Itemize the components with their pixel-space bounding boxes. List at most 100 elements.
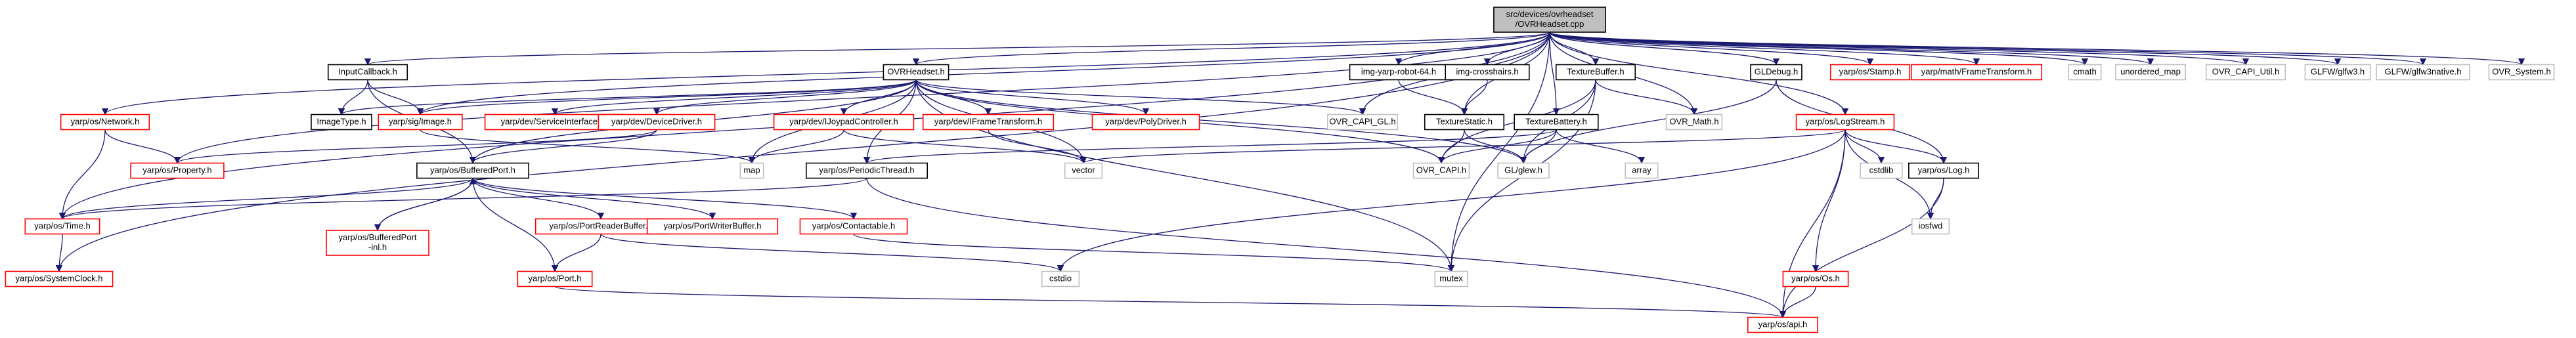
node-label: map	[743, 165, 760, 175]
node-inputcallback[interactable]: InputCallback.h	[327, 64, 408, 81]
edge-ovrheadset_h-to-mutex	[915, 79, 1455, 272]
node-label: unordered_map	[2120, 67, 2181, 77]
node-label: OVR_System.h	[2492, 67, 2551, 77]
edge-bufferedport-to-time	[58, 178, 473, 220]
node-box	[739, 162, 764, 179]
node-label: yarp/math/FrameTransform.h	[1921, 67, 2032, 77]
edge-root-to-inputcallback	[364, 32, 1550, 66]
node-cstdio: cstdio	[1041, 270, 1080, 287]
node-vector: vector	[1064, 162, 1103, 179]
node-iosfwd: iosfwd	[1911, 218, 1950, 235]
node-box	[799, 218, 908, 235]
node-cmath: cmath	[2068, 64, 2102, 81]
edge-texturebattery-to-periodicthread	[863, 129, 1557, 164]
node-time[interactable]: yarp/os/Time.h	[24, 218, 100, 235]
node-devicedriver[interactable]: yarp/dev/DeviceDriver.h	[598, 114, 716, 131]
edge-logstream-to-vector	[1080, 129, 1846, 164]
node-label: GLFW/glfw3native.h	[2384, 67, 2461, 77]
node-bufferedport[interactable]: yarp/os/BufferedPort.h	[416, 162, 529, 179]
edge-root-to-logstream	[1549, 32, 1849, 116]
node-box	[883, 64, 950, 81]
node-label: yarp/os/Property.h	[142, 165, 211, 175]
node-portreaderbuffer[interactable]: yarp/os/PortReaderBuffer.h	[535, 218, 667, 235]
node-box	[1625, 162, 1659, 179]
node-mathft[interactable]: yarp/math/FrameTransform.h	[1910, 64, 2043, 81]
node-label: OVR_Math.h	[1669, 117, 1718, 127]
edge-periodicthread-to-api	[866, 178, 1787, 318]
node-logstream[interactable]: yarp/os/LogStream.h	[1795, 114, 1895, 131]
node-texturebattery[interactable]: TextureBattery.h	[1514, 114, 1599, 131]
node-network[interactable]: yarp/os/Network.h	[60, 114, 150, 131]
edge-texturebattery-to-array	[1556, 129, 1646, 164]
edge-devft-to-vector	[988, 129, 1087, 164]
node-box	[1091, 114, 1200, 131]
node-glfw3native: GLFW/glfw3native.h	[2376, 64, 2470, 81]
node-label: /OVRHeadset.cpp	[1516, 19, 1584, 29]
node-texturebuffer[interactable]: TextureBuffer.h	[1555, 64, 1636, 81]
node-box	[416, 162, 529, 179]
node-box	[60, 114, 150, 131]
node-label: cstdio	[1049, 274, 1072, 284]
node-os[interactable]: yarp/os/Os.h	[1782, 270, 1849, 287]
node-box	[1412, 162, 1470, 179]
node-portwriterbuffer[interactable]: yarp/os/PortWriterBuffer.h	[646, 218, 779, 235]
edge-devicedriver-to-bufferedport	[469, 129, 657, 164]
node-label: yarp/os/SystemClock.h	[16, 274, 103, 284]
node-contactable[interactable]: yarp/os/Contactable.h	[799, 218, 908, 235]
node-box	[1860, 162, 1903, 179]
edge-time-to-systemclock	[55, 234, 63, 272]
node-label: mutex	[1439, 274, 1463, 284]
edge-ovrheadset_h-to-devicedriver	[653, 79, 917, 116]
node-image[interactable]: yarp/sig/Image.h	[378, 114, 463, 131]
node-robot64[interactable]: img-yarp-robot-64.h	[1349, 64, 1449, 81]
node-bufferedport_inl[interactable]: yarp/os/BufferedPort-inl.h	[326, 230, 429, 256]
edge-ijoypad-to-vector	[843, 129, 1087, 164]
edge-logstream-to-cstdlib	[1845, 129, 1885, 164]
node-box	[1434, 270, 1468, 287]
node-label: TextureBuffer.h	[1567, 67, 1624, 77]
node-devft[interactable]: yarp/dev/IFrameTransform.h	[922, 114, 1055, 131]
node-label: yarp/os/Port.h	[529, 274, 582, 284]
node-box	[1829, 64, 1911, 81]
node-property[interactable]: yarp/os/Property.h	[130, 162, 225, 179]
node-periodicthread[interactable]: yarp/os/PeriodicThread.h	[806, 162, 928, 179]
node-label: img-yarp-robot-64.h	[1361, 67, 1436, 77]
edge-port-to-api	[554, 285, 1786, 318]
node-box	[2488, 64, 2555, 81]
edge-ovrheadset_h-to-imagetype	[338, 79, 917, 116]
node-gldebug[interactable]: GLDebug.h	[1750, 64, 1802, 81]
node-label: yarp/dev/IJoypadController.h	[789, 117, 898, 127]
node-log[interactable]: yarp/os/Log.h	[1908, 162, 1979, 179]
node-ovrheadset_h[interactable]: OVRHeadset.h	[883, 64, 950, 81]
node-box	[1750, 64, 1802, 81]
edge-root-to-glfw3native	[1549, 32, 2426, 66]
node-box	[311, 114, 372, 131]
node-ijoypad[interactable]: yarp/dev/IJoypadController.h	[773, 114, 915, 131]
node-box	[517, 270, 593, 287]
node-label: OVRHeadset.h	[887, 67, 944, 77]
edge-portreaderbuffer-to-port	[551, 234, 601, 272]
node-label: yarp/os/LogStream.h	[1806, 117, 1885, 127]
node-box	[1327, 114, 1398, 131]
node-port[interactable]: yarp/os/Port.h	[517, 270, 593, 287]
node-label: InputCallback.h	[338, 67, 397, 77]
node-label: yarp/os/Log.h	[1918, 165, 1970, 175]
node-systemclock[interactable]: yarp/os/SystemClock.h	[5, 270, 114, 287]
node-serviceinterfaces[interactable]: yarp/dev/ServiceInterfaces.h	[484, 114, 626, 131]
edges-layer	[55, 32, 2525, 318]
node-label: cmath	[2073, 67, 2096, 77]
node-label: array	[1632, 165, 1651, 175]
node-imagetype[interactable]: ImageType.h	[311, 114, 372, 131]
node-texturestatic[interactable]: TextureStatic.h	[1424, 114, 1505, 131]
node-stamp[interactable]: yarp/os/Stamp.h	[1829, 64, 1911, 81]
edge-root-to-texturebattery	[1549, 32, 1560, 116]
node-box	[922, 114, 1055, 131]
node-api[interactable]: yarp/os/api.h	[1747, 316, 1818, 333]
node-box	[1514, 114, 1599, 131]
node-label: OVR_CAPI_GL.h	[1329, 117, 1395, 127]
node-root[interactable]: src/devices/ovrheadset/OVRHeadset.cpp	[1493, 7, 1606, 33]
node-crosshairs[interactable]: img-crosshairs.h	[1445, 64, 1530, 81]
node-label: yarp/dev/ServiceInterfaces.h	[501, 117, 609, 127]
node-polydriver[interactable]: yarp/dev/PolyDriver.h	[1091, 114, 1200, 131]
edge-ovrheadset_h-to-serviceinterfaces	[551, 79, 917, 116]
